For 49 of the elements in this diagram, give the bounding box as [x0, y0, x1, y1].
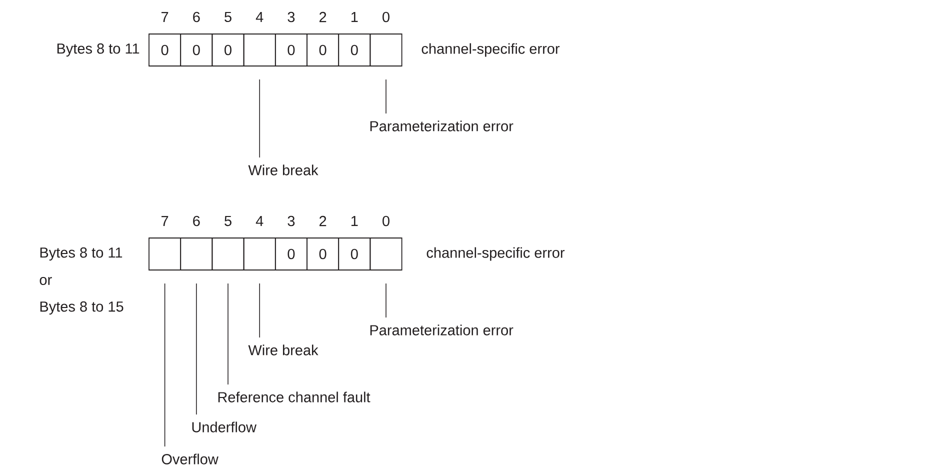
bit-cell: 0: [306, 34, 340, 66]
bit-cell: 0: [148, 34, 182, 66]
annotation-text: Underflow: [192, 422, 256, 432]
byte-range-label: Bytes 8 to 11: [40, 247, 122, 261]
annotation-text: Reference channel fault: [218, 392, 370, 402]
bit-cell: 0: [274, 34, 308, 66]
bit-cell: 0: [212, 34, 244, 66]
description-text: channel-specific error: [422, 43, 560, 57]
bit-number: 4: [256, 12, 264, 22]
bit-number: 3: [288, 216, 295, 226]
bit-number: 3: [288, 12, 295, 22]
bit-number: 0: [382, 12, 390, 22]
bit-cell: 0: [180, 34, 213, 66]
bit-cell: [243, 34, 276, 66]
annotation-text: Parameterization error: [370, 324, 514, 336]
bit-cell: [180, 238, 213, 270]
leader-line: [196, 283, 197, 415]
bit-cell: 0: [306, 238, 340, 270]
bit-number: 2: [320, 12, 326, 22]
annotation-text: Wire break: [248, 164, 318, 176]
bit-number: 5: [224, 216, 232, 226]
bit-number: 1: [351, 216, 358, 226]
bit-cell: 0: [338, 238, 371, 270]
bit-cell: 0: [274, 238, 308, 270]
annotation-text: Wire break: [248, 344, 318, 356]
bit-number: 5: [224, 12, 232, 22]
bit-cell: [370, 238, 402, 270]
bit-cell: [148, 238, 182, 270]
bit-number: 1: [351, 12, 358, 22]
byte-range-label: Bytes 8 to 11: [57, 43, 140, 57]
annotation-text: Parameterization error: [370, 120, 514, 132]
bit-cell: 0: [338, 34, 371, 66]
leader-line: [259, 283, 260, 338]
bit-number: 6: [193, 12, 200, 22]
leader-line: [164, 283, 166, 447]
bit-number: 0: [382, 216, 390, 226]
bit-number: 2: [320, 216, 326, 226]
bit-number: 7: [162, 216, 168, 226]
bit-cell: [212, 238, 244, 270]
leader-line: [259, 79, 260, 158]
byte-range-label: or: [40, 277, 52, 285]
bit-number: 7: [162, 12, 168, 22]
byte-range-label: Bytes 8 to 15: [40, 301, 124, 315]
bit-number: 6: [193, 216, 200, 226]
annotation-text: Overflow: [162, 454, 218, 464]
description-text: channel-specific error: [426, 247, 565, 261]
bit-cell: [370, 34, 402, 66]
bit-number: 4: [256, 216, 264, 226]
bit-cell: [243, 238, 276, 270]
